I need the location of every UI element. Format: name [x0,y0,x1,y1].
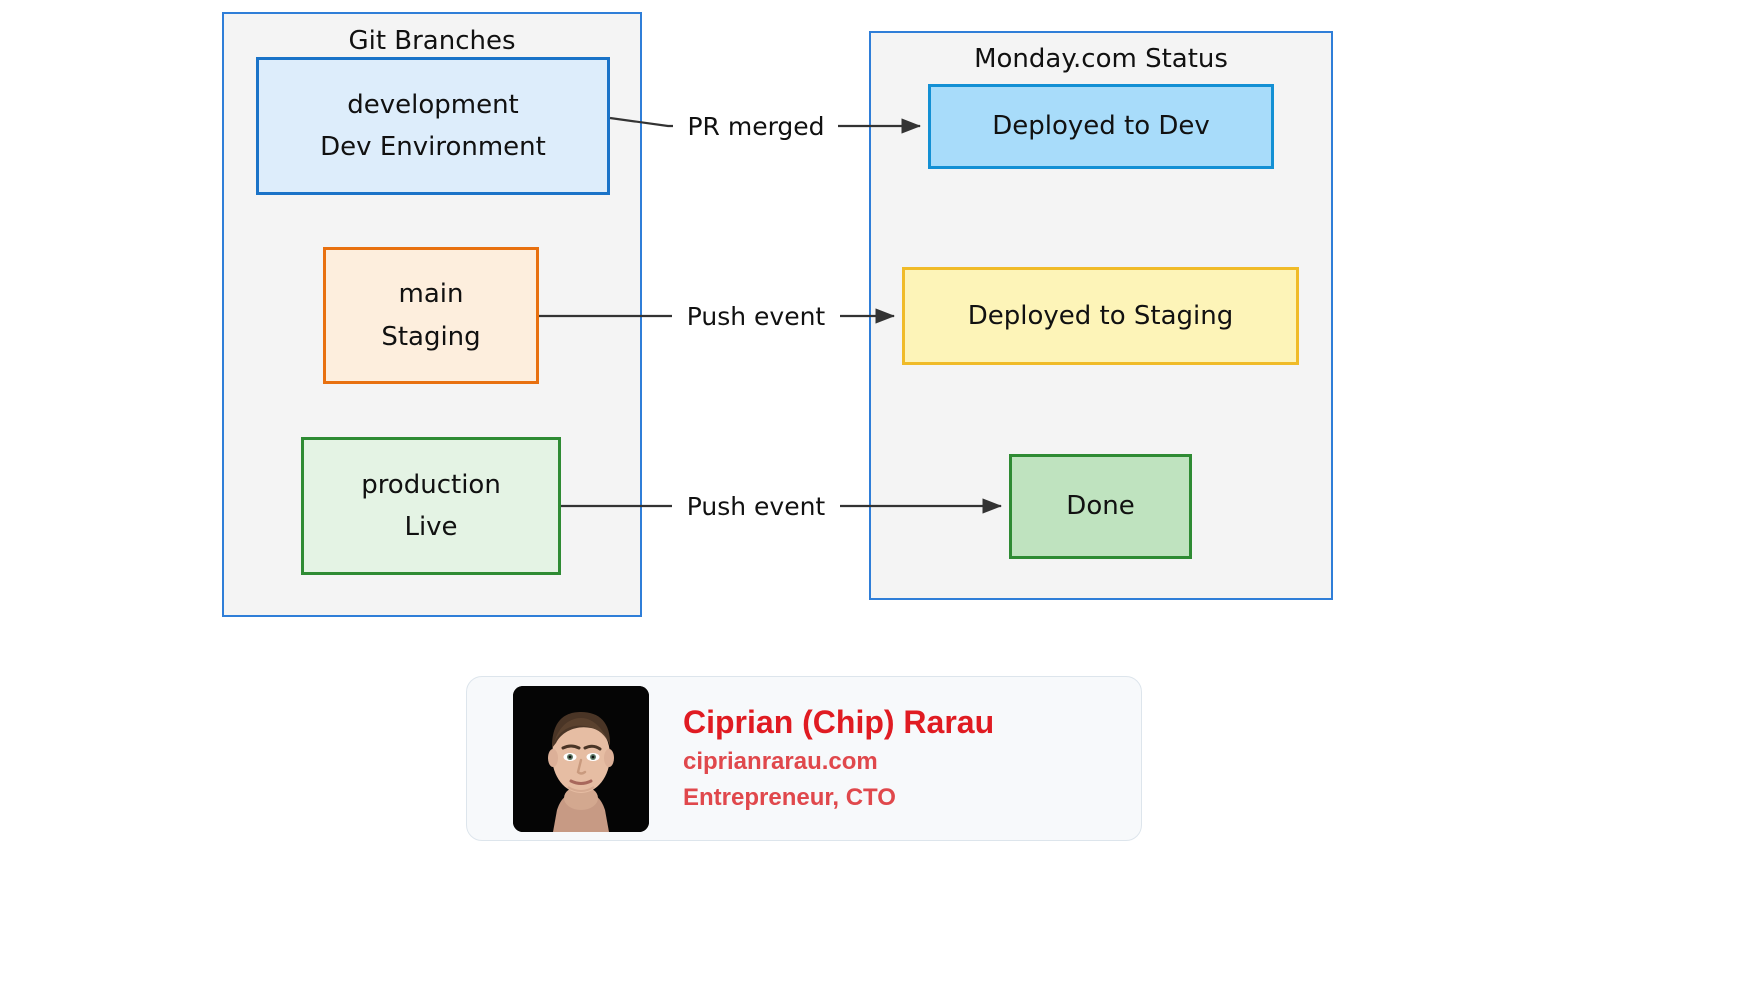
node-production[interactable]: production Live [301,437,561,575]
edge-label-push-staging: Push event [686,302,826,331]
avatar [513,685,649,832]
node-deployed-to-staging-label: Deployed to Staging [967,300,1234,331]
node-development-env: Dev Environment [320,132,546,162]
node-production-branch: production [361,469,501,500]
node-done[interactable]: Done [1009,454,1192,559]
business-card-website[interactable]: ciprianrarau.com [683,747,878,775]
portrait-photo-icon [513,685,649,832]
business-card-name: Ciprian (Chip) Rarau [683,704,995,741]
edge-label-pr-merged: PR merged [687,112,825,141]
node-deployed-to-dev[interactable]: Deployed to Dev [928,84,1274,169]
group-git-branches-title: Git Branches [348,26,516,56]
business-card-role: Entrepreneur, CTO [683,783,896,811]
node-done-label: Done [1066,491,1135,522]
node-main[interactable]: main Staging [323,247,539,384]
node-development-branch: development [347,89,519,120]
node-deployed-to-dev-label: Deployed to Dev [992,111,1210,142]
business-card-text: Ciprian (Chip) Rarau ciprianrarau.com En… [683,701,994,815]
group-monday-status-title: Monday.com Status [974,44,1228,74]
business-card: Ciprian (Chip) Rarau ciprianrarau.com En… [466,676,1142,841]
edge-label-push-done: Push event [686,492,826,521]
node-main-env: Staging [381,321,481,352]
node-production-env: Live [404,512,458,542]
node-deployed-to-staging[interactable]: Deployed to Staging [902,267,1299,365]
node-main-branch: main [398,279,464,310]
node-development[interactable]: development Dev Environment [256,57,610,195]
